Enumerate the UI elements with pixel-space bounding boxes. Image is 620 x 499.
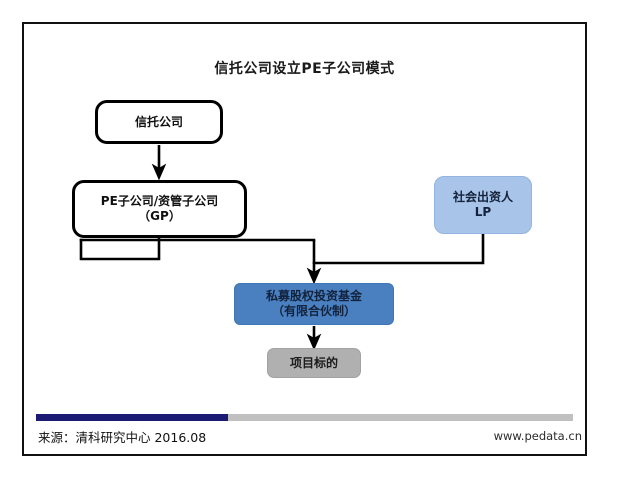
node-social-investor-lp-label-line1: 社会出资人 [452, 190, 513, 204]
node-pe-fund-label-line2: （有限合伙制） [271, 304, 356, 318]
node-pe-subsidiary-label-line2: （GP） [138, 209, 181, 223]
node-trust-company[interactable]: 信托公司 [95, 100, 223, 144]
node-pe-subsidiary[interactable]: PE子公司/资管子公司 （GP） [72, 180, 247, 238]
node-pe-fund[interactable]: 私募股权投资基金 （有限合伙制） [234, 283, 394, 325]
footer-url-text[interactable]: www.pedata.cn [493, 429, 582, 443]
diagram-frame [22, 22, 587, 456]
node-pe-fund-label-line1: 私募股权投资基金 [265, 289, 362, 303]
node-trust-company-label: 信托公司 [134, 114, 183, 129]
node-social-investor-lp[interactable]: 社会出资人 LP [434, 176, 532, 234]
diagram-title: 信托公司设立PE子公司模式 [214, 61, 395, 77]
node-project-target-label: 项目标的 [289, 355, 338, 370]
node-project-target[interactable]: 项目标的 [267, 348, 361, 378]
footer-source-text: 来源：清科研究中心 2016.08 [38, 430, 207, 445]
footer-divider-bar [36, 414, 573, 421]
node-social-investor-lp-label-line2: LP [474, 205, 492, 219]
footer-divider-accent [36, 414, 228, 421]
node-pe-subsidiary-label-line1: PE子公司/资管子公司 [100, 194, 219, 208]
